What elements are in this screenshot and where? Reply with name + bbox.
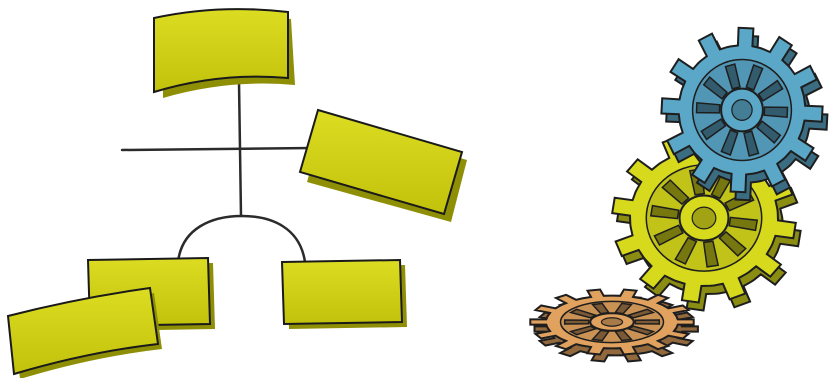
connector-lines bbox=[122, 82, 312, 262]
bottom-right-panel bbox=[282, 260, 407, 329]
gears-group bbox=[530, 28, 827, 362]
gear-window bbox=[565, 320, 589, 324]
horizontal-cross-line bbox=[122, 148, 312, 150]
gear-window bbox=[697, 103, 720, 113]
arch-connector bbox=[178, 216, 305, 262]
bottom-left-fallen-panel bbox=[8, 288, 162, 378]
orange-gear bbox=[530, 290, 698, 362]
gear-window bbox=[635, 320, 659, 324]
top-panel bbox=[154, 9, 295, 98]
right-tilted-panel bbox=[300, 110, 467, 222]
gear-window bbox=[764, 107, 787, 117]
